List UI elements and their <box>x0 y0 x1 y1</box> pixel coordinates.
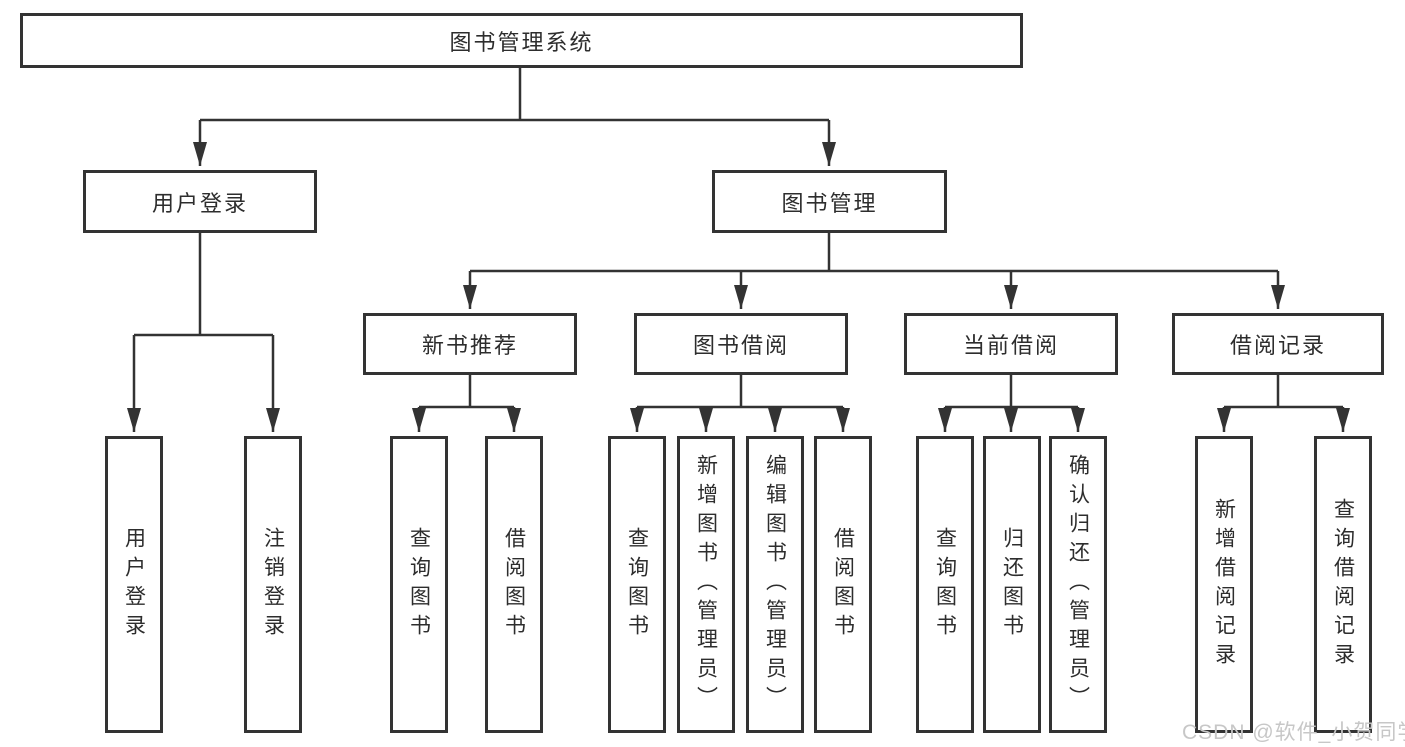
leaf-borrow-books-1: 借阅图书 <box>485 436 543 733</box>
node-book-management: 图书管理 <box>712 170 947 233</box>
leaf-return-books-label: 归还图书 <box>1000 526 1024 643</box>
leaf-query-books-2: 查询图书 <box>608 436 666 733</box>
csdn-watermark: CSDN @软件_小贺同学 <box>1182 721 1405 744</box>
leaf-user-login-label: 用户登录 <box>122 526 146 643</box>
leaf-add-borrow-record-label: 新增借阅记录 <box>1212 497 1236 672</box>
leaf-confirm-return-admin-label: 确认归还（管理员） <box>1066 454 1090 715</box>
node-book-borrowing-label: 图书借阅 <box>692 333 789 358</box>
leaf-query-borrow-record: 查询借阅记录 <box>1314 436 1372 733</box>
leaf-user-login: 用户登录 <box>105 436 163 733</box>
leaf-borrow-books-2-label: 借阅图书 <box>831 526 855 643</box>
leaf-add-borrow-record: 新增借阅记录 <box>1195 436 1253 733</box>
leaf-edit-book-admin: 编辑图书（管理员） <box>746 436 804 733</box>
node-borrow-records-label: 借阅记录 <box>1229 333 1326 358</box>
leaf-edit-book-admin-label: 编辑图书（管理员） <box>763 454 787 715</box>
node-library-management-system-label: 图书管理系统 <box>449 29 594 55</box>
leaf-logout: 注销登录 <box>244 436 302 733</box>
leaf-query-books-3-label: 查询图书 <box>933 526 957 643</box>
node-user-login-label: 用户登录 <box>151 190 248 216</box>
leaf-query-books-1-label: 查询图书 <box>407 526 431 643</box>
leaf-borrow-books-1-label: 借阅图书 <box>502 526 526 643</box>
leaf-query-books-3: 查询图书 <box>916 436 974 733</box>
leaf-query-books-1: 查询图书 <box>390 436 448 733</box>
leaf-borrow-books-2: 借阅图书 <box>814 436 872 733</box>
leaf-query-books-2-label: 查询图书 <box>625 526 649 643</box>
node-user-login: 用户登录 <box>83 170 317 233</box>
node-current-borrowing: 当前借阅 <box>904 313 1118 375</box>
leaf-add-book-admin-label: 新增图书（管理员） <box>694 454 718 715</box>
leaf-logout-label: 注销登录 <box>261 526 285 643</box>
node-current-borrowing-label: 当前借阅 <box>962 333 1059 358</box>
node-borrow-records: 借阅记录 <box>1172 313 1384 375</box>
leaf-return-books: 归还图书 <box>983 436 1041 733</box>
leaf-add-book-admin: 新增图书（管理员） <box>677 436 735 733</box>
leaf-query-borrow-record-label: 查询借阅记录 <box>1331 497 1355 672</box>
node-library-management-system: 图书管理系统 <box>20 13 1023 68</box>
node-book-borrowing: 图书借阅 <box>634 313 848 375</box>
leaf-confirm-return-admin: 确认归还（管理员） <box>1049 436 1107 733</box>
node-new-book-recommend-label: 新书推荐 <box>421 333 518 358</box>
node-book-management-label: 图书管理 <box>781 190 878 216</box>
node-new-book-recommend: 新书推荐 <box>363 313 577 375</box>
